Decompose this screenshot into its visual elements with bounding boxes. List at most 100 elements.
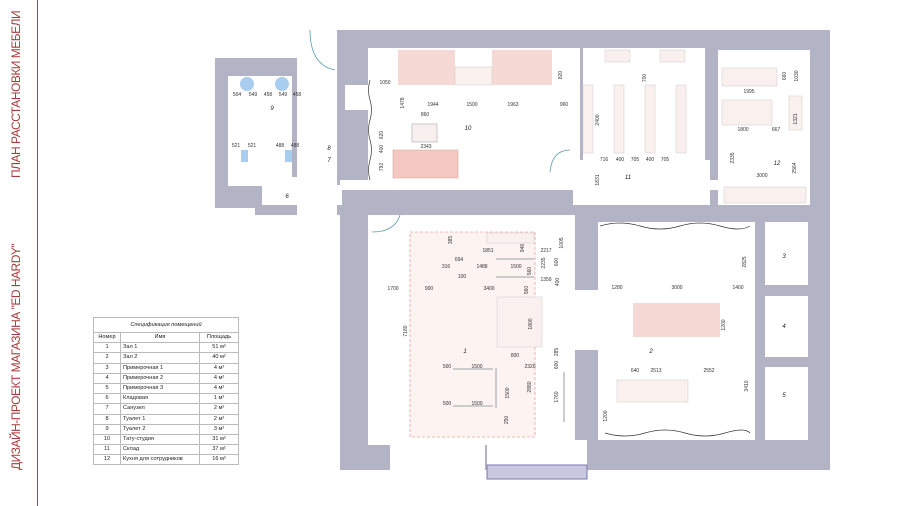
dimension-label: 100 xyxy=(458,274,467,280)
dimension-label: 285 xyxy=(554,348,560,357)
dimension-label: 250 xyxy=(504,416,510,425)
room-number: 5 xyxy=(93,382,121,395)
dimension-label: 488 xyxy=(276,143,285,149)
dimension-label: 458 xyxy=(293,92,302,98)
room-number: 9 xyxy=(93,423,121,435)
toilet-icon xyxy=(240,77,254,91)
dimension-label: 1030 xyxy=(794,70,800,81)
room-name: Туалет 2 xyxy=(120,423,200,435)
sink-icon xyxy=(241,150,248,162)
room-3 xyxy=(765,222,808,285)
dimension-label: 458 xyxy=(264,92,273,98)
room-name: Санузел xyxy=(120,403,200,415)
room-label: 4 xyxy=(782,324,786,330)
room-area: 51 м² xyxy=(199,342,239,354)
entrance-glass xyxy=(486,464,588,480)
header-name: Имя xyxy=(120,331,200,344)
dimension-label: 2335 xyxy=(730,152,736,163)
dimension-label: 946 xyxy=(520,244,526,253)
dimension-label: 500 xyxy=(443,364,452,370)
room-label: 1 xyxy=(463,349,466,355)
dimension-label: 488 xyxy=(291,143,300,149)
dimension-label: 1280 xyxy=(611,285,622,291)
room-name: Примерочная 2 xyxy=(120,372,200,384)
dimension-label: 1400 xyxy=(732,285,743,291)
room-name: Кухня для сотрудников xyxy=(120,454,200,466)
dimension-label: 2343 xyxy=(420,144,431,150)
dimension-label: 1200 xyxy=(721,319,727,330)
dimension-label: 1500 xyxy=(471,401,482,407)
dimension-label: 3400 xyxy=(483,286,494,292)
room-label: 9 xyxy=(270,106,274,112)
dimension-label: 1851 xyxy=(482,248,493,254)
room-number: 4 xyxy=(93,372,121,384)
room-label: 12 xyxy=(774,161,781,167)
dimension-label: 1321 xyxy=(793,113,799,124)
room-name: Тату-студия xyxy=(120,433,200,446)
dimension-label: 2564 xyxy=(792,162,798,173)
room-label: 11 xyxy=(625,175,631,181)
dimension-label: 1500 xyxy=(510,264,521,270)
dimension-label: 600 xyxy=(554,361,560,370)
dimension-label: 900 xyxy=(425,286,434,292)
dimension-label: 400 xyxy=(616,157,625,163)
dimension-label: 640 xyxy=(631,368,640,374)
dimension-label: 400 xyxy=(379,145,385,154)
dimension-label: 700 xyxy=(642,74,648,83)
dimension-label: 792 xyxy=(379,163,385,172)
dimension-label: 2400 xyxy=(595,114,601,125)
dimension-label: 2825 xyxy=(742,256,748,267)
dimension-label: 667 xyxy=(772,127,781,133)
dimension-label: 1488 xyxy=(476,264,487,270)
dimension-label: 1500 xyxy=(471,364,482,370)
room-number: 2 xyxy=(93,352,121,364)
room-area: 4 м² xyxy=(199,372,239,384)
room-labels: 1 2 3 4 5 6 7 8 9 10 11 12 xyxy=(270,106,786,399)
room-name: Примерочная 3 xyxy=(120,382,200,395)
dimension-label: 1050 xyxy=(379,80,390,86)
dimension-label: 1478 xyxy=(400,97,406,108)
dimension-label: 705 xyxy=(661,157,670,163)
dimension-label: 2552 xyxy=(703,368,714,374)
partition-curtains xyxy=(368,79,751,437)
dimension-label: 600 xyxy=(554,258,560,267)
room-label: 7 xyxy=(327,158,331,164)
room-4 xyxy=(765,296,808,357)
dimension-label: 2320 xyxy=(524,364,535,370)
dimension-label: 1944 xyxy=(427,102,438,108)
room-area: 4 м² xyxy=(199,362,239,374)
room-label: 2 xyxy=(648,349,653,355)
dimension-label: 2513 xyxy=(650,368,661,374)
room-6 xyxy=(272,177,298,205)
room-number: 12 xyxy=(93,454,121,466)
dimension-label: 1200 xyxy=(603,410,609,421)
room-number: 7 xyxy=(93,403,121,415)
dimension-label: 560 xyxy=(527,267,533,276)
room-area: 40 м² xyxy=(199,352,239,364)
room-label: 10 xyxy=(465,126,472,132)
room-area: 31 м² xyxy=(199,433,239,446)
table-caption: Спецификация помещений xyxy=(93,317,239,333)
room-area: 16 м² xyxy=(199,454,239,466)
room-area: 2 м² xyxy=(199,403,239,415)
dimension-label: 549 xyxy=(249,92,258,98)
dimension-label: 694 xyxy=(455,257,464,263)
furniture xyxy=(240,49,807,438)
dimension-label: 7180 xyxy=(403,325,409,336)
toilet-icon xyxy=(275,77,289,91)
room-name: Зал 2 xyxy=(120,352,200,364)
dimension-label: 521 xyxy=(248,143,257,149)
room-label: 3 xyxy=(782,254,786,260)
dimension-label: 549 xyxy=(279,92,288,98)
dimension-label: 1800 xyxy=(737,127,748,133)
room-name: Туалет 1 xyxy=(120,413,200,425)
